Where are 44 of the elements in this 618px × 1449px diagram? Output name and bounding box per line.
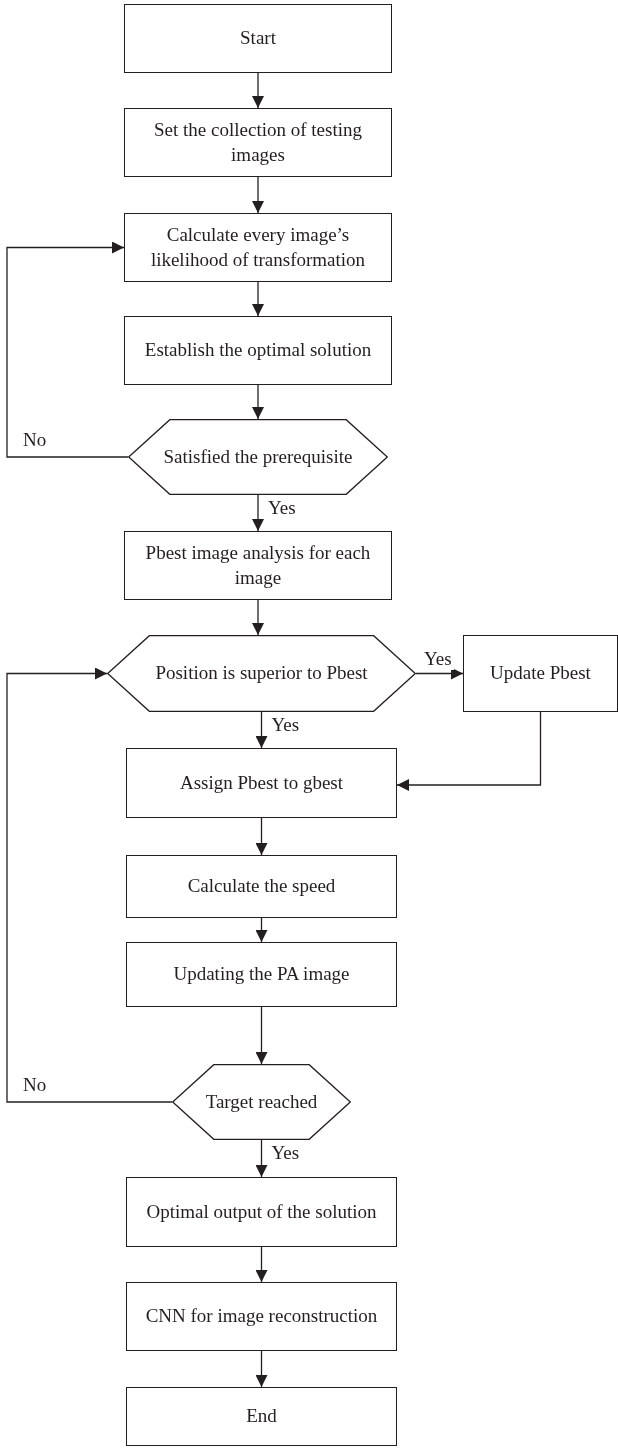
process-box bbox=[124, 213, 392, 282]
node-text: CNN for image reconstruction bbox=[145, 1304, 378, 1329]
process-box bbox=[126, 1177, 397, 1247]
arrow bbox=[252, 281, 264, 317]
arrow bbox=[252, 494, 264, 532]
process-box bbox=[126, 748, 397, 818]
arrow bbox=[255, 1350, 268, 1388]
arrow bbox=[255, 1006, 268, 1065]
node-text: Satisfied the prerequisite bbox=[163, 444, 353, 469]
arrow bbox=[252, 176, 264, 214]
node-text: Position is superior to Pbest bbox=[155, 661, 368, 686]
arrow bbox=[255, 1139, 268, 1178]
process-box bbox=[124, 531, 392, 600]
node-text: Optimal output of the solution bbox=[146, 1199, 377, 1224]
process-box bbox=[124, 4, 392, 73]
node-text: Calculate the speed bbox=[187, 874, 336, 899]
process-box bbox=[126, 855, 397, 918]
arrow bbox=[396, 711, 542, 791]
arrow bbox=[255, 917, 268, 943]
arrow bbox=[252, 72, 264, 109]
arrow bbox=[255, 1246, 268, 1283]
arrow bbox=[6, 241, 129, 458]
process-box bbox=[124, 316, 392, 385]
node-text: Assign Pbest to gbest bbox=[179, 770, 344, 795]
arrow bbox=[6, 667, 173, 1103]
node-text: Establish the optimal solution bbox=[144, 338, 372, 363]
arrow bbox=[252, 384, 264, 420]
node-text: Target reached bbox=[205, 1089, 318, 1114]
process-box bbox=[463, 635, 618, 712]
node-text: Calculate every image’s likelihood of transformation bbox=[149, 222, 367, 272]
process-box bbox=[126, 1387, 397, 1446]
arrow bbox=[255, 817, 268, 856]
node-text: Start bbox=[240, 26, 276, 51]
node-text: Updating the PA image bbox=[173, 962, 350, 987]
process-box bbox=[126, 942, 397, 1007]
arrow bbox=[255, 711, 268, 749]
node-text: End bbox=[246, 1404, 277, 1429]
node-text: Set the collection of testing images bbox=[153, 117, 363, 167]
process-box bbox=[124, 108, 392, 177]
arrow bbox=[252, 599, 264, 636]
node-text: Pbest image analysis for each image bbox=[144, 540, 372, 590]
node-text: Update Pbest bbox=[490, 661, 591, 686]
arrow bbox=[415, 667, 464, 680]
process-box bbox=[126, 1282, 397, 1351]
